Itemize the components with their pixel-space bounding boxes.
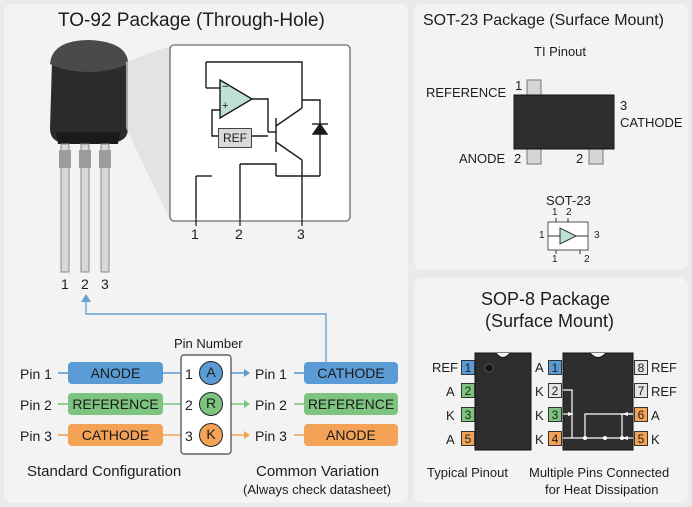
pin-num-2: 2 — [185, 397, 193, 413]
circuit-pin-2: 2 — [235, 226, 243, 242]
sop8-right-pin-6: 6 — [634, 407, 648, 422]
sot23-small-pin-right-3: 3 — [594, 230, 600, 241]
sot23-subtitle: TI Pinout — [534, 44, 587, 59]
sop8-left-label-a: A — [446, 384, 455, 399]
circuit-pin-3: 3 — [297, 226, 305, 242]
sot23-small-pin-bottom-1: 1 — [552, 254, 558, 265]
sop8-right-label-ref1: REF — [651, 360, 677, 375]
leg-label-3: 3 — [101, 276, 109, 292]
pin-letter-k: K — [199, 423, 223, 447]
sot23-pin-2-right: 2 — [576, 151, 584, 166]
pin-num-1: 1 — [185, 366, 193, 382]
std-reference-pill: REFERENCE — [68, 393, 163, 415]
std-cathode-pill: CATHODE — [68, 424, 163, 446]
var-pin-3: Pin 3 — [255, 428, 287, 444]
sop8-right-label-ref2: REF — [651, 384, 677, 399]
sot23-small-pin-top-1: 1 — [552, 207, 558, 218]
variation-note: (Always check datasheet) — [243, 482, 392, 497]
sop8-right-caption-2: for Heat Dissipation — [545, 482, 659, 497]
circuit-inset-box — [169, 44, 351, 222]
sop8-right-label-k: K — [651, 432, 660, 447]
ref-box: REF — [218, 128, 252, 148]
circuit-pin-1: 1 — [191, 226, 199, 242]
sop8-left-label-ref: REF — [432, 360, 458, 375]
sop8-right-left-label-k3: K — [535, 432, 544, 447]
var-anode-pill: ANODE — [304, 424, 398, 446]
sot23-reference-label: REFERENCE — [426, 85, 507, 100]
sot23-cathode-label: CATHODE — [620, 115, 683, 130]
sop8-right-caption-1: Multiple Pins Connected — [529, 465, 670, 480]
sop8-right-chip-body — [562, 352, 634, 451]
sop8-right-pin-7: 7 — [634, 383, 648, 398]
leg-label-1: 1 — [61, 276, 69, 292]
var-reference-pill: REFERENCE — [304, 393, 398, 415]
var-pin-1: Pin 1 — [255, 366, 287, 382]
pin-number-title: Pin Number — [174, 336, 243, 351]
sot23-anode-label: ANODE — [459, 151, 506, 166]
sot23-small-pin-left-1: 1 — [539, 230, 545, 241]
sot23-pin-2-left: 2 — [514, 151, 522, 166]
sop8-title-line2: (Surface Mount) — [485, 311, 615, 331]
sop8-left-pin-3: 3 — [461, 407, 475, 422]
sop8-left-pin-1: 1 — [461, 360, 475, 375]
sop8-right-pin-8: 8 — [634, 360, 648, 375]
sop8-right-label-a: A — [651, 408, 660, 423]
pin-letter-r: R — [199, 392, 223, 416]
sop8-left-caption: Typical Pinout — [427, 465, 508, 480]
to92-transistor-body — [50, 40, 128, 144]
std-pin-3: Pin 3 — [20, 428, 52, 444]
sop8-right-pin-4: 4 — [548, 431, 562, 446]
leg-label-2: 2 — [81, 276, 89, 292]
sop8-right-pin-3: 3 — [548, 407, 562, 422]
sot23-title: SOT-23 Package (Surface Mount) — [423, 12, 664, 29]
sop8-left-label-a2: A — [446, 432, 455, 447]
var-cathode-pill: CATHODE — [304, 362, 398, 384]
sot23-small-title: SOT-23 — [546, 193, 591, 208]
sop8-left-pin-5: 5 — [461, 431, 475, 446]
sot23-pin-3: 3 — [620, 98, 628, 113]
sot23-pin-1: 1 — [515, 78, 523, 93]
sop8-right-pin-2: 2 — [548, 383, 562, 398]
std-pin-1: Pin 1 — [20, 366, 52, 382]
opamp-minus: − — [222, 81, 229, 93]
standard-caption: Standard Configuration — [27, 463, 182, 480]
variation-caption: Common Variation — [256, 463, 380, 480]
to92-title: TO-92 Package (Through-Hole) — [58, 10, 325, 31]
to92-legs — [60, 143, 110, 273]
sop8-left-pin-2: 2 — [461, 383, 475, 398]
sop8-title-line1: SOP-8 Package — [481, 289, 611, 309]
sop8-left-label-k: K — [446, 408, 455, 423]
std-anode-pill: ANODE — [68, 362, 163, 384]
sop8-right-left-label-k2: K — [535, 408, 544, 423]
pin-letter-a: A — [199, 361, 223, 385]
cathode-pointer-arrow — [85, 300, 327, 362]
sop8-right-pin-5: 5 — [634, 431, 648, 446]
var-pin-2: Pin 2 — [255, 397, 287, 413]
pin-num-3: 3 — [185, 428, 193, 444]
sot23-chip-body — [513, 94, 615, 150]
tl431-schematic — [195, 61, 329, 218]
sop8-left-chip-body — [474, 352, 532, 451]
sop8-right-left-label-a: A — [535, 360, 544, 375]
sot23-small-pin-top-2: 2 — [566, 207, 572, 218]
sop8-right-left-label-k1: K — [535, 384, 544, 399]
sop8-right-pin-1: 1 — [548, 360, 562, 375]
opamp-plus: + — [222, 100, 229, 112]
sot23-small-pin-bottom-2: 2 — [584, 254, 590, 265]
std-pin-2: Pin 2 — [20, 397, 52, 413]
